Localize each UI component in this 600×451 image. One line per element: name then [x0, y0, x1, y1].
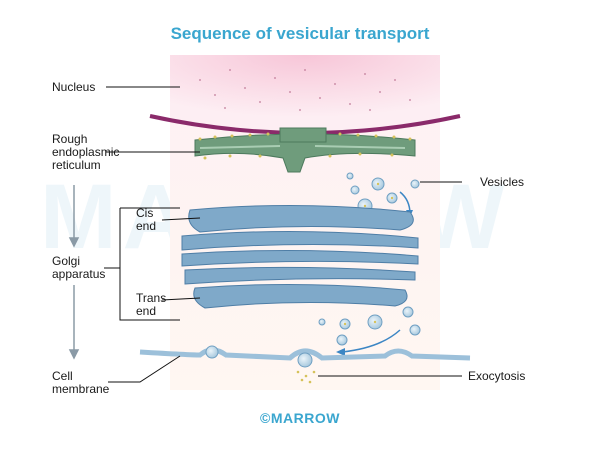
- vesicle-arrow-bottom: [341, 329, 401, 353]
- label-trans-1: Trans: [136, 291, 167, 305]
- label-rer-2: endoplasmic: [52, 145, 120, 159]
- diagram-title: Sequence of vesicular transport: [170, 24, 430, 43]
- copyright-footer: ©MARROW: [260, 410, 340, 426]
- leader-lines: [104, 86, 462, 383]
- cell-membrane: [139, 347, 471, 361]
- label-golgi-2: apparatus: [52, 267, 106, 281]
- label-vesicles: Vesicles: [480, 175, 525, 189]
- label-cell-membrane-2: membrane: [52, 382, 110, 396]
- trans-vesicles: [318, 306, 421, 346]
- exocytosis-particles: [296, 370, 316, 384]
- membrane-vesicle-2: [297, 352, 313, 368]
- label-cis-2: end: [136, 219, 157, 233]
- er-vesicles: [346, 172, 420, 214]
- label-rer-3: reticulum: [52, 158, 101, 172]
- label-cis-1: Cis: [136, 206, 154, 220]
- rough-er: [194, 127, 416, 173]
- label-cell-membrane-1: Cell: [52, 369, 73, 383]
- membrane-vesicle-1: [205, 345, 219, 359]
- flow-arrows-left: [68, 185, 80, 360]
- label-rer-1: Rough: [52, 132, 88, 146]
- label-nucleus: Nucleus: [52, 80, 96, 94]
- nucleus: [170, 55, 440, 133]
- nuclear-dots: [199, 69, 411, 111]
- golgi-apparatus: [181, 204, 419, 309]
- label-golgi-1: Golgi: [52, 254, 81, 268]
- label-exocytosis: Exocytosis: [468, 369, 526, 383]
- label-trans-2: end: [136, 304, 157, 318]
